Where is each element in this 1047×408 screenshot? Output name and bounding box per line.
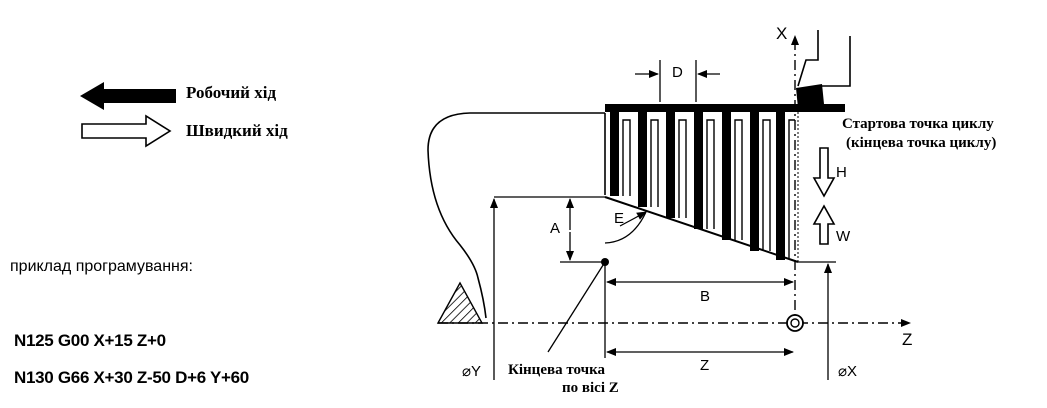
z-label: Z	[700, 357, 710, 374]
code-line-1: N125 G00 X+15 Z+0	[14, 331, 166, 350]
d-dimension	[635, 60, 720, 102]
filled-arrow-left-icon	[80, 82, 176, 110]
example-title: приклад програмування:	[10, 258, 193, 275]
diameter-x-dimension	[798, 261, 836, 380]
start-point-line1: Стартова точка циклу	[842, 116, 994, 132]
workpiece-outline	[427, 112, 605, 319]
work-stroke-label: Робочий хід	[186, 83, 277, 102]
end-point-line1: Кінцева точка	[508, 362, 605, 378]
z-axis-label: Z	[902, 330, 913, 349]
end-point-line2: по вісі Z	[562, 380, 619, 396]
outline-arrow-right-icon	[81, 114, 172, 148]
a-label: A	[550, 220, 561, 237]
code-line-2: N130 G66 X+30 Z-50 D+6 Y+60	[14, 368, 249, 387]
center-support	[436, 281, 484, 324]
x-axis-label: X	[776, 24, 788, 43]
taper-line	[604, 196, 799, 263]
e-label: E	[614, 210, 625, 227]
w-label: W	[836, 228, 851, 245]
b-dimension	[604, 262, 794, 358]
origin-marker-icon	[786, 314, 804, 332]
diameter-y-label: ⌀Y	[462, 363, 482, 380]
start-point-line2: (кінцева точка циклу)	[846, 135, 997, 151]
rapid-stroke-label: Швидкий хід	[186, 121, 288, 140]
w-arrow-icon	[812, 204, 836, 245]
h-arrow-icon	[812, 147, 836, 198]
d-label: D	[672, 64, 683, 81]
cutting-tool	[797, 30, 851, 87]
a-dimension	[494, 196, 647, 263]
groove-passes	[610, 112, 799, 262]
diameter-x-label: ⌀X	[838, 363, 858, 380]
start-plane-bar	[605, 104, 845, 112]
h-label: H	[836, 164, 847, 181]
b-label: B	[700, 288, 711, 305]
